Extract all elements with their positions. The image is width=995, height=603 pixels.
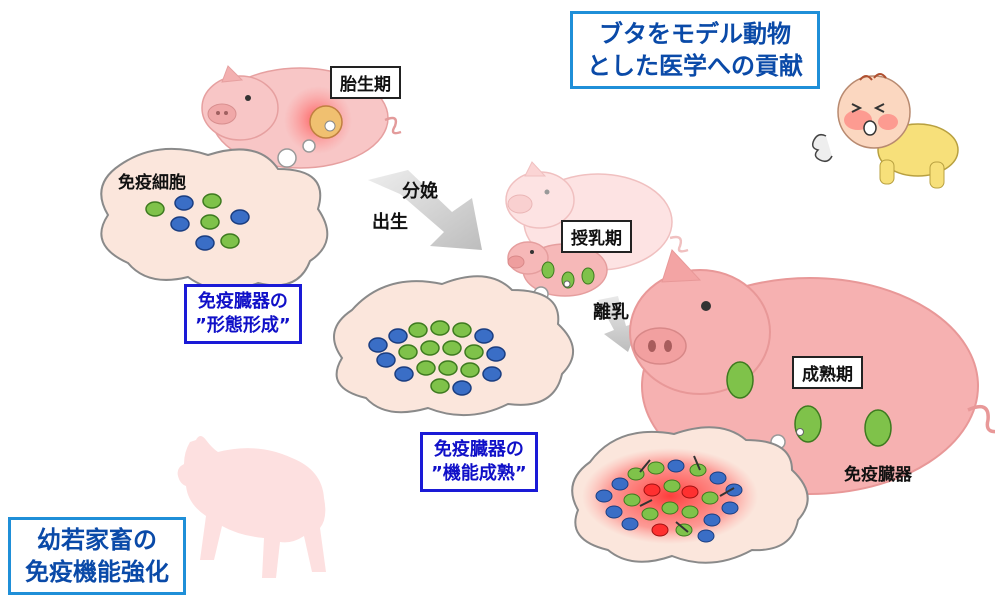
morphogenesis-line2: ”形態形成” [195,315,291,336]
label-lactation-period: 授乳期 [561,220,632,253]
label-birth: 出生 [372,212,408,233]
morphogenesis-line1: 免疫臓器の [197,291,288,312]
label-livestock-immunity: 幼若家畜の 免疫機能強化 [8,517,186,595]
label-mature-period: 成熟期 [792,356,863,389]
livestock-pig-silhouette [177,436,326,578]
label-fetal-period: 胎生期 [330,66,401,99]
label-immune-organ: 免疫臓器 [844,465,912,485]
piglet [507,241,608,297]
medical-model-line1: ブタをモデル動物 [599,20,791,48]
maturation-cell-cluster [595,455,743,543]
immune-organ-mark [864,409,892,447]
maturation-line1: 免疫臓器の [433,439,524,460]
label-medical-model: ブタをモデル動物 とした医学への貢献 [570,11,820,89]
immune-organ-mark [726,361,754,399]
immune-organ-mark [794,405,822,443]
label-immune-cells: 免疫細胞 [118,173,186,193]
morphogenesis-cell-cluster [368,320,506,396]
livestock-line2: 免疫機能強化 [25,558,169,586]
morphogenesis-cloud [333,275,575,417]
label-morphogenesis: 免疫臓器の ”形態形成” [184,284,302,344]
medical-model-line2: とした医学への貢献 [587,52,803,80]
label-delivery: 分娩 [402,181,438,202]
thought-bubble-dot [302,139,316,153]
maturation-line2: ”機能成熟” [431,463,527,484]
immune-cells-cloud [100,147,329,291]
baby-illustration [811,73,959,189]
livestock-line1: 幼若家畜の [37,526,157,554]
immune-cells-cluster [145,193,250,251]
maturation-cloud [571,426,809,564]
label-functional-maturation: 免疫臓器の ”機能成熟” [420,432,538,492]
birth-arrow [368,170,482,250]
label-weaning: 離乳 [593,302,629,323]
thought-bubble-dot [277,148,297,168]
